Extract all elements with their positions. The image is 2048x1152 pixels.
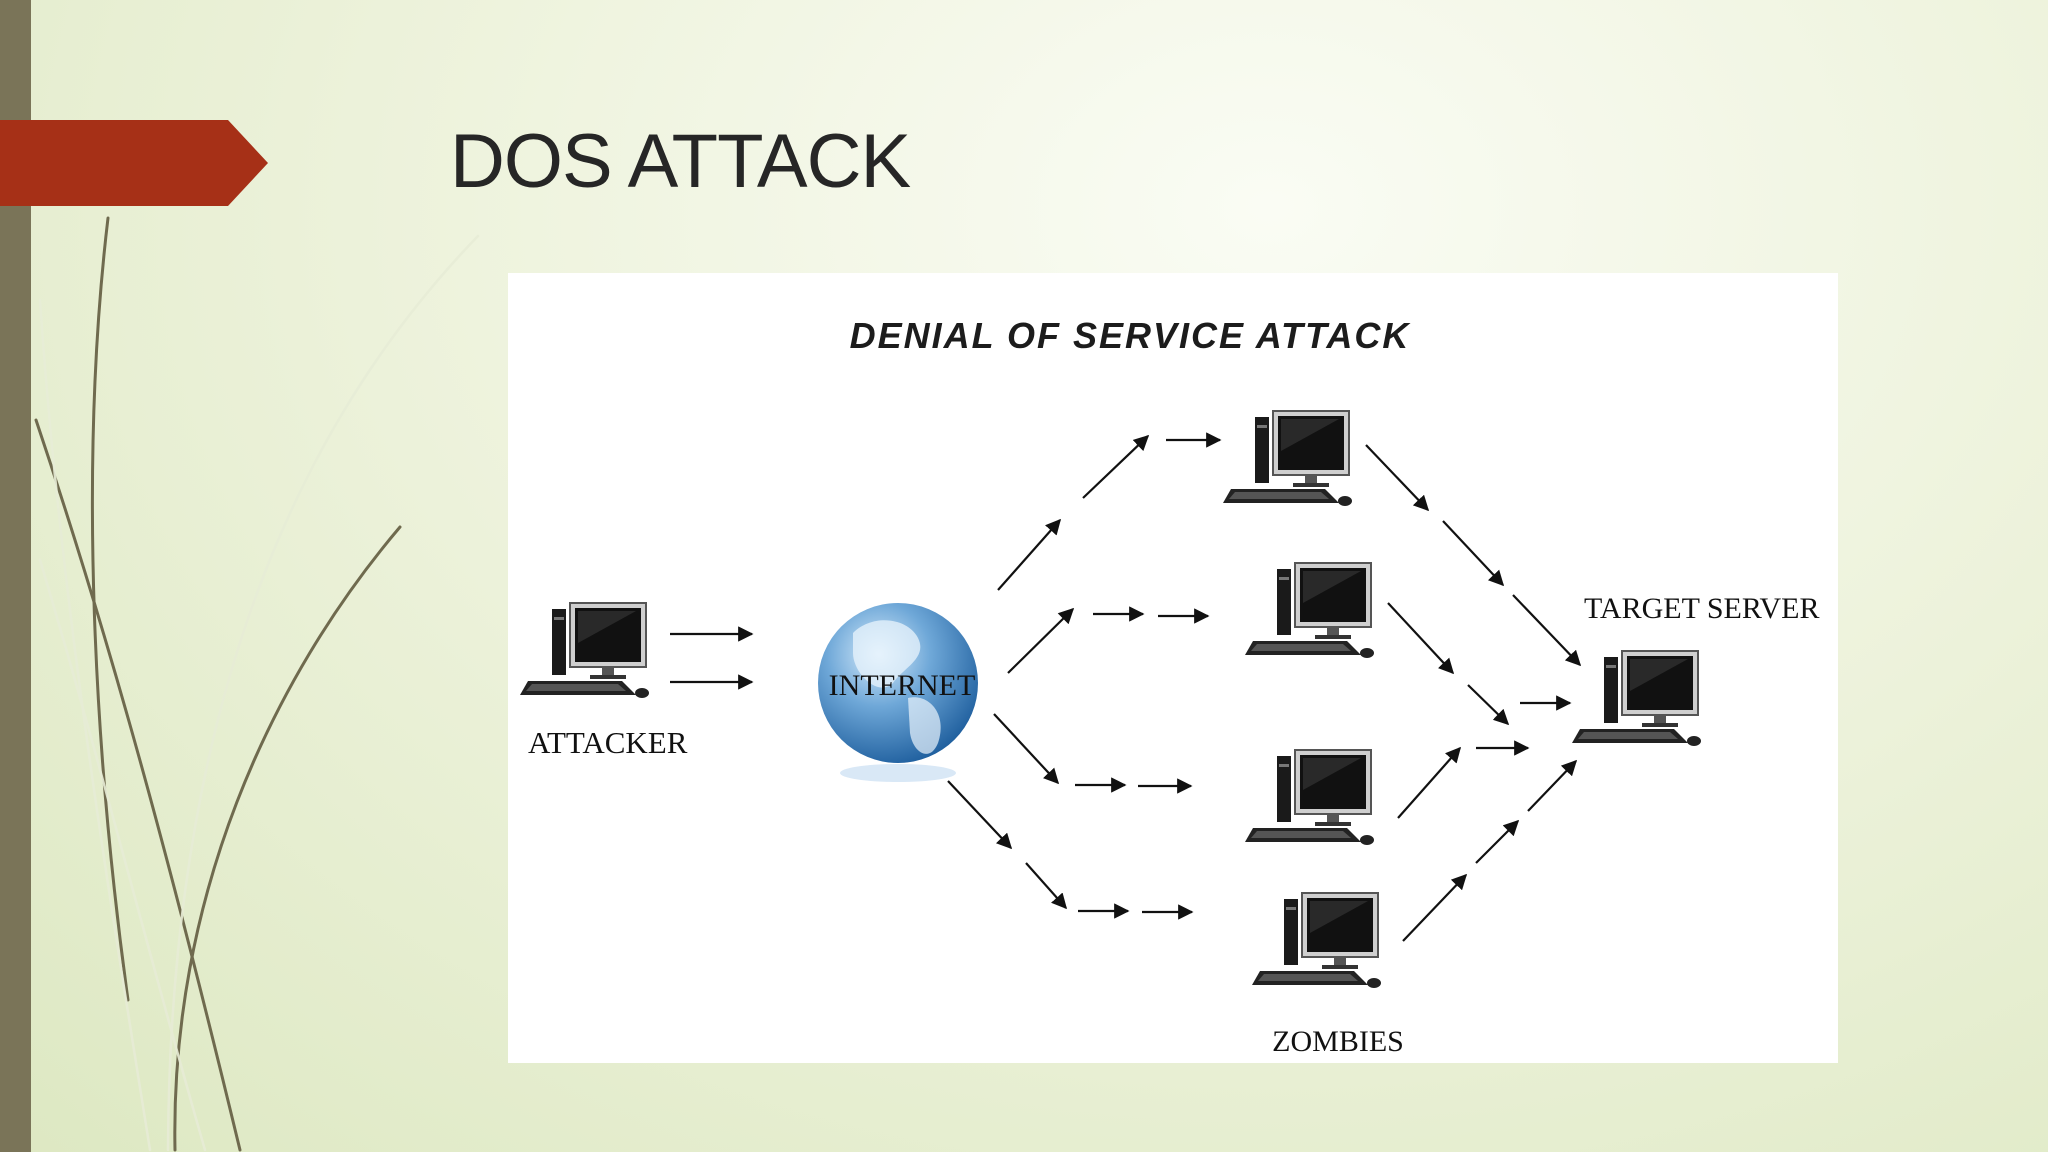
target-computer-icon — [1571, 650, 1702, 747]
attacker-computer-icon — [519, 602, 650, 699]
slide-title: DOS ATTACK — [450, 119, 911, 204]
attacker-node: ATTACKER — [519, 602, 688, 760]
title-accent-arrow — [0, 120, 268, 206]
zombie-to-target-arrows — [1365, 444, 1582, 942]
internet-to-zombie-arrows — [947, 432, 1222, 920]
zombie-computer-icon — [1222, 410, 1353, 507]
diagram-heading: DENIAL OF SERVICE ATTACK — [850, 315, 1412, 356]
attacker-label: ATTACKER — [528, 725, 688, 760]
attacker-to-internet-arrows — [670, 626, 754, 690]
accent-arrow-shape — [0, 120, 268, 206]
zombie-node: ZOMBIES — [1222, 410, 1404, 1058]
dos-diagram: DENIAL OF SERVICE ATTACK — [508, 273, 1838, 1063]
zombies-label: ZOMBIES — [1272, 1025, 1404, 1058]
internet-label: INTERNET — [829, 669, 976, 702]
zombie-computer-icon — [1251, 892, 1382, 989]
target-server-label: TARGET SERVER — [1584, 592, 1820, 625]
target-server-node: TARGET SERVER — [1571, 592, 1820, 747]
zombie-computer-icon — [1244, 562, 1375, 659]
zombie-computer-icon — [1244, 749, 1375, 846]
internet-node: INTERNET — [818, 603, 978, 782]
decorative-curves — [34, 216, 480, 1152]
